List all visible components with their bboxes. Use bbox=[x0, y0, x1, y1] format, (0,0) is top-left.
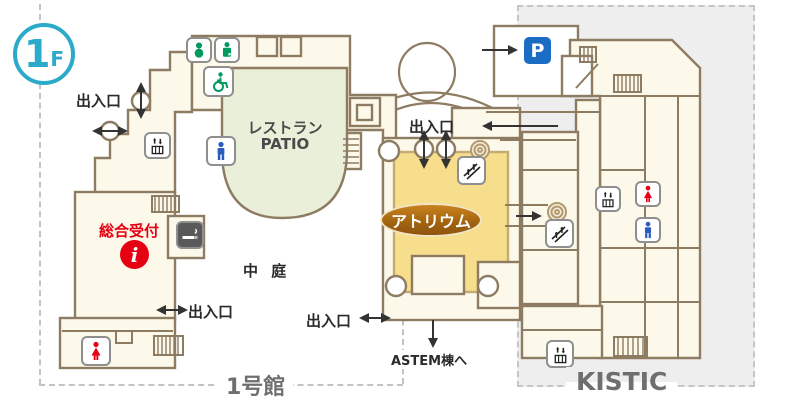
elevator-icon bbox=[144, 132, 171, 159]
wheelchair-icon bbox=[203, 66, 234, 97]
escalator-icon bbox=[545, 219, 574, 248]
info-icon: i bbox=[120, 240, 149, 269]
atrium-label: アトリウム bbox=[380, 203, 482, 237]
elevator-male-icon bbox=[206, 136, 236, 166]
entrance-label-center: 出入口 bbox=[409, 118, 455, 136]
floor-badge: 1 F bbox=[13, 23, 75, 85]
direction-arrows bbox=[92, 45, 558, 348]
courtyard-label: 中 庭 bbox=[243, 262, 291, 280]
reception-label: 総合受付 bbox=[99, 222, 160, 240]
entrance-label-bottom-center: 出入口 bbox=[306, 312, 352, 330]
restaurant-label: レストラン PATIO bbox=[233, 120, 337, 152]
restaurant-area bbox=[220, 66, 349, 220]
parking-icon: P bbox=[524, 37, 551, 64]
restaurant-label-line1: レストラン bbox=[247, 119, 323, 137]
astem-label: ASTEM棟へ bbox=[389, 350, 470, 369]
nursing-room-icon bbox=[214, 37, 240, 63]
entrance-label-bottom-left: 出入口 bbox=[188, 303, 234, 321]
kistic-label: KISTIC bbox=[566, 367, 678, 396]
baby-room-icon bbox=[186, 37, 212, 63]
escalator-icon bbox=[457, 156, 486, 185]
building1-dashed-right bbox=[402, 300, 404, 384]
building1-label: 1号館 bbox=[218, 369, 294, 401]
floor-number: 1 bbox=[23, 32, 51, 76]
floor-suffix: F bbox=[50, 47, 65, 71]
restaurant-label-line2: PATIO bbox=[260, 135, 310, 153]
building1-dashed-left bbox=[39, 4, 41, 385]
stairs-hatches bbox=[62, 46, 648, 357]
entrance-label-top-left: 出入口 bbox=[76, 92, 122, 110]
elevator-icon bbox=[546, 340, 574, 368]
smoking-area-icon bbox=[176, 221, 204, 249]
info-letter: i bbox=[130, 242, 139, 267]
female-toilet-icon bbox=[635, 181, 661, 207]
female-toilet-icon bbox=[81, 336, 111, 366]
elevator-icon bbox=[595, 186, 621, 212]
parking-letter: P bbox=[530, 39, 545, 62]
male-toilet-icon bbox=[635, 217, 661, 243]
